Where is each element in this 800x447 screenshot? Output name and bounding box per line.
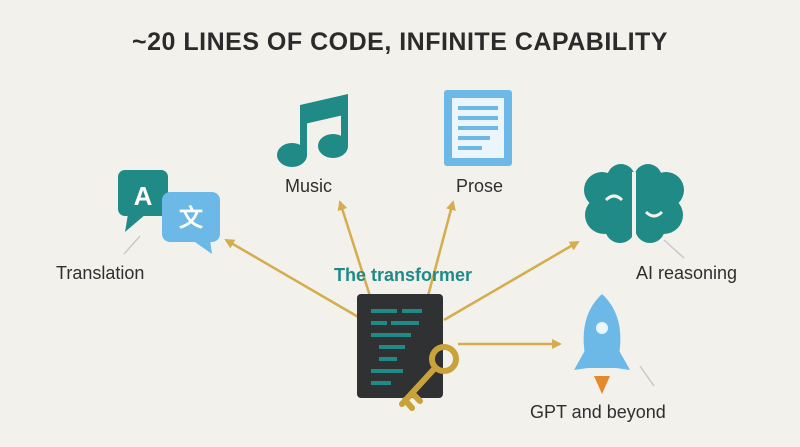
page-title: ~20 LINES OF CODE, INFINITE CAPABILITY: [132, 28, 668, 56]
translation-label: Translation: [56, 263, 145, 283]
document-icon: [444, 90, 512, 166]
ai-reasoning-label: AI reasoning: [636, 263, 738, 283]
arrow-to-prose: [426, 200, 456, 297]
translation-latin-glyph: A: [134, 181, 153, 211]
gpt-leader: [639, 365, 655, 387]
gpt-label: GPT and beyond: [530, 402, 666, 422]
translation-cjk-glyph: 文: [179, 204, 204, 232]
code-block-icon: [357, 294, 443, 398]
arrow-to-translation: [224, 238, 361, 320]
transformer-label: The transformer: [334, 265, 473, 285]
prose-label: Prose: [456, 176, 504, 196]
music-note-icon: [277, 94, 348, 167]
translation-leader: [123, 235, 141, 255]
brain-icon: [584, 164, 684, 243]
rocket-icon: [574, 294, 630, 394]
arrow-to-music: [337, 200, 372, 297]
key-icon: [399, 344, 459, 411]
arrows: [224, 200, 580, 349]
translation-icon: A 文: [118, 170, 220, 254]
music-label: Music: [285, 176, 333, 196]
arrow-to-ai-reasoning: [443, 240, 580, 322]
ai-reasoning-leader: [663, 239, 685, 259]
